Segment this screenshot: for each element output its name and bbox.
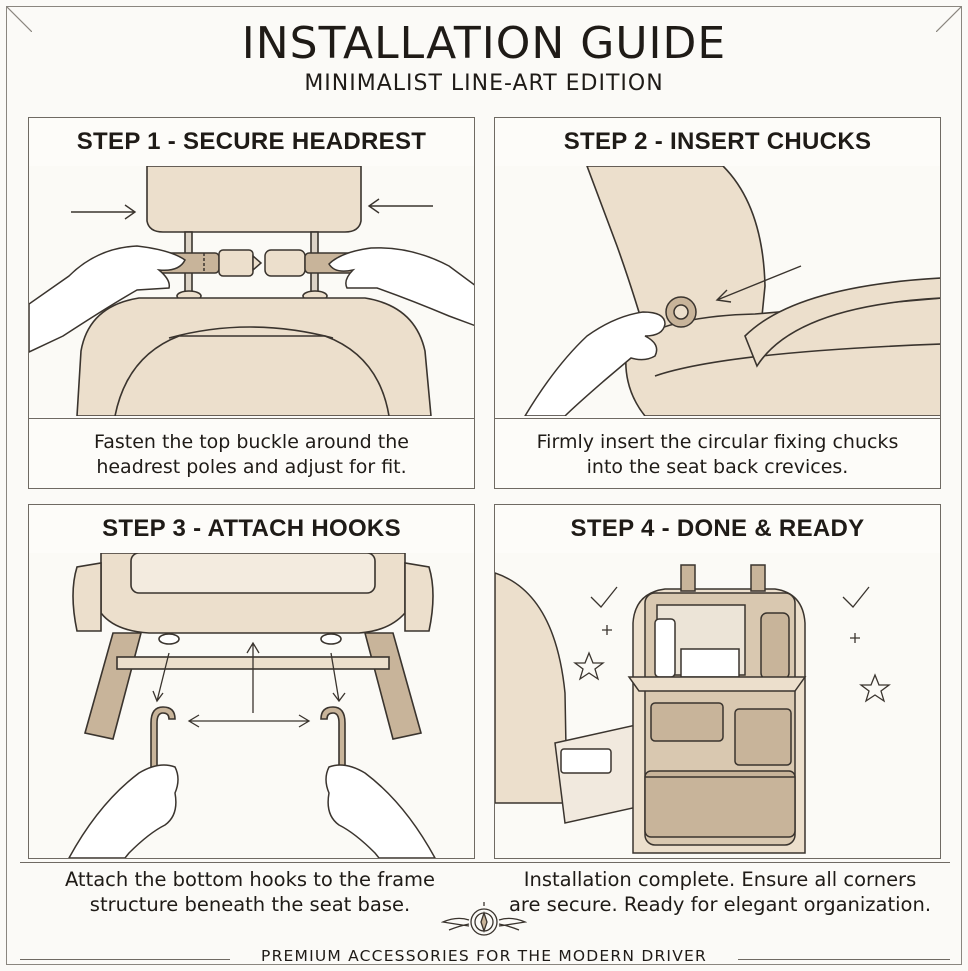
step-2-caption: Firmly insert the circular fixing chucks… [495, 418, 940, 490]
step-3-illustration [29, 553, 474, 858]
step-4-heading: STEP 4 - DONE & READY [495, 505, 940, 554]
footer-tagline: PREMIUM ACCESSORIES FOR THE MODERN DRIVE… [261, 947, 707, 965]
compass-wings-icon [441, 902, 527, 936]
footer-rule-right [738, 959, 950, 960]
step-3-panel: STEP 3 - ATTACH HOOKS [28, 504, 475, 859]
step-1-heading: STEP 1 - SECURE HEADREST [29, 118, 474, 167]
step-2-panel: STEP 2 - INSERT CHUCKS [494, 117, 941, 489]
page-title: INSTALLATION GUIDE [241, 18, 727, 69]
step-2-illustration [495, 166, 940, 416]
step-4-panel: STEP 4 - DONE & READY [494, 504, 941, 859]
step-1-panel: STEP 1 - SECURE HEADREST [28, 117, 475, 489]
step-2-heading: STEP 2 - INSERT CHUCKS [495, 118, 940, 167]
step-4-caption: Installation complete. Ensure all corner… [508, 868, 932, 916]
step-3-heading: STEP 3 - ATTACH HOOKS [29, 505, 474, 554]
corner-ornament-icon [936, 6, 962, 32]
step-3-caption: Attach the bottom hooks to the frame str… [64, 868, 436, 916]
corner-ornament-icon [6, 6, 32, 32]
bottom-captions: Attach the bottom hooks to the frame str… [20, 862, 950, 933]
outer-frame [6, 6, 962, 965]
step-1-caption: Fasten the top buckle around the headres… [29, 418, 474, 490]
step-4-illustration [495, 553, 940, 858]
page-subtitle: MINIMALIST LINE-ART EDITION [304, 71, 664, 96]
footer-rule-left [20, 959, 230, 960]
step-1-illustration [29, 166, 474, 416]
